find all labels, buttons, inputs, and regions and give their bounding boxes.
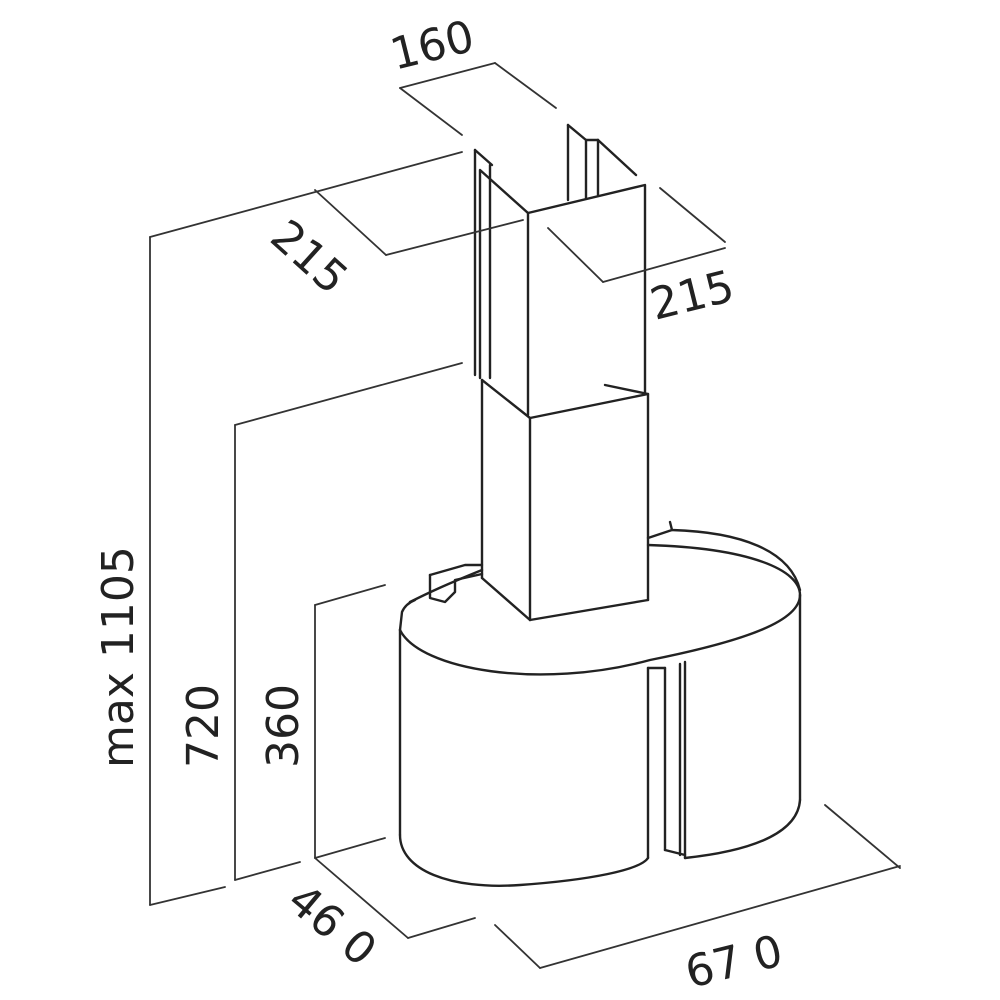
- chimney: [473, 123, 650, 622]
- label-360: 360: [258, 684, 309, 768]
- hood-canopy: [398, 520, 802, 887]
- label-max-1105: max 1105: [93, 546, 144, 768]
- label-215-right: 215: [645, 261, 739, 331]
- label-215-left: 215: [261, 210, 358, 304]
- dimension-labels: 160 215 215 max 1105 720 360 46 0 67 0: [93, 11, 788, 999]
- chimney-lower-section: [480, 378, 650, 622]
- label-670: 67 0: [680, 925, 787, 998]
- label-720: 720: [178, 684, 229, 768]
- label-460: 46 0: [278, 874, 386, 976]
- chimney-upper-section: [473, 123, 647, 417]
- dimension-lines: [149, 62, 901, 969]
